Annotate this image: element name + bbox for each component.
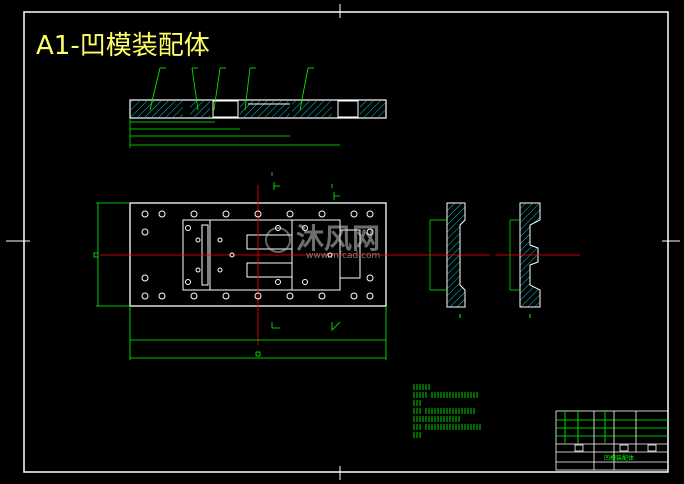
side-section-view-right bbox=[495, 202, 580, 318]
technical-notes bbox=[413, 384, 481, 438]
top-section-view bbox=[129, 67, 387, 148]
title-block bbox=[555, 410, 669, 471]
main-plan-view bbox=[93, 172, 420, 360]
watermark-url: www.mfcad.com bbox=[306, 251, 380, 261]
title-block-name: 凹模装配体 bbox=[604, 454, 634, 462]
side-section-view-left bbox=[420, 202, 490, 318]
watermark: 沐风网 www.mfcad.com bbox=[265, 222, 380, 261]
drawing-frame bbox=[6, 4, 680, 480]
watermark-brand: 沐风网 bbox=[296, 222, 380, 255]
drawing-title: A1-凹模装配体 bbox=[36, 31, 210, 61]
